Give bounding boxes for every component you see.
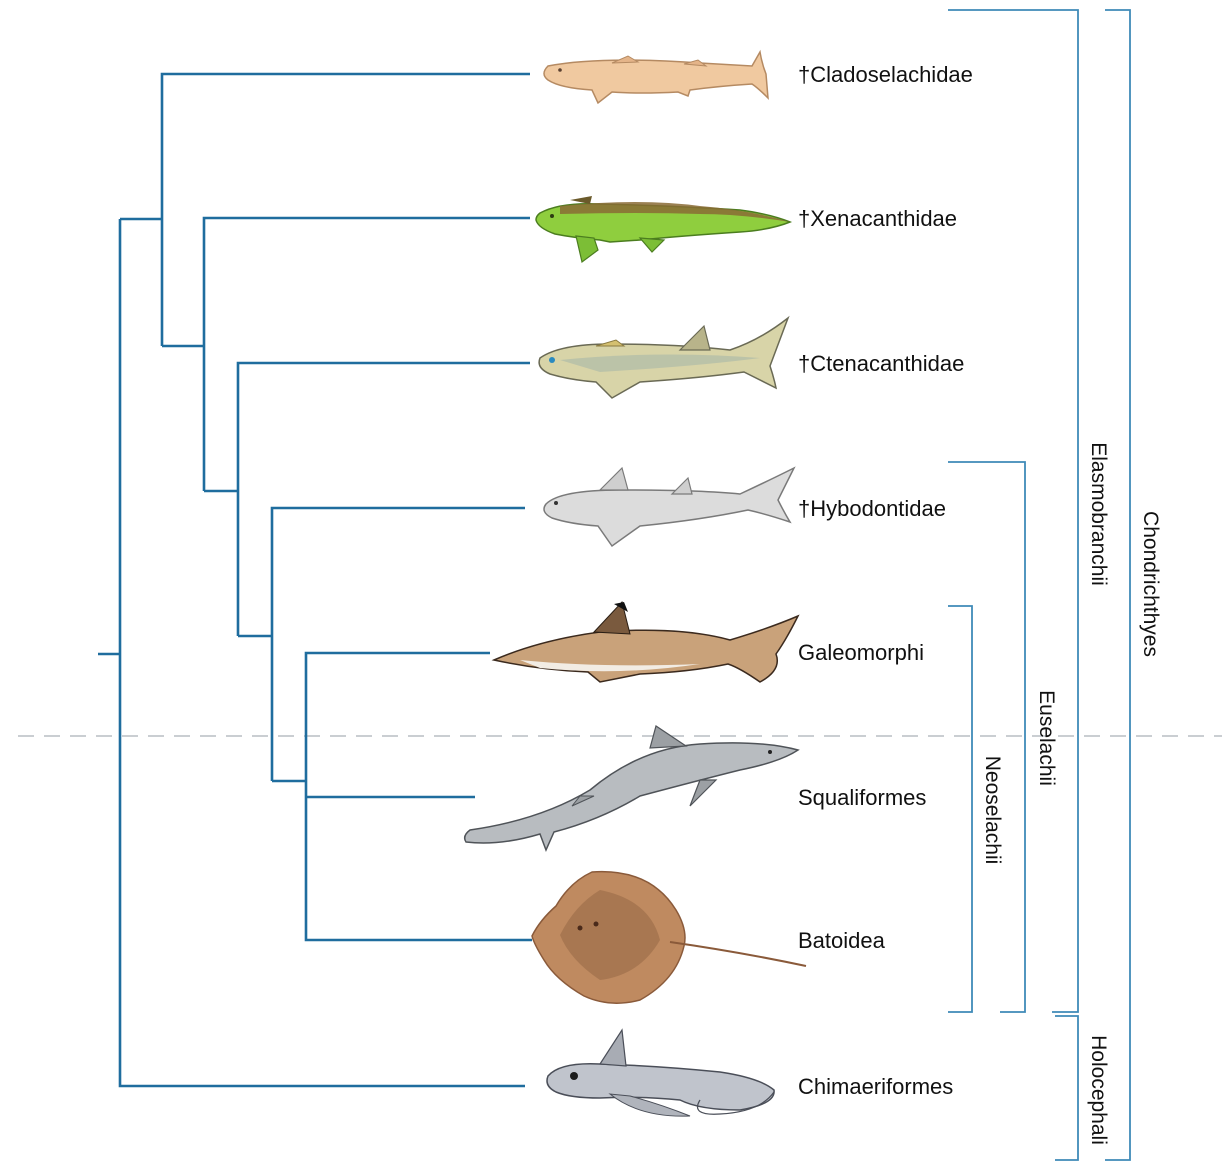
phylogenetic-tree (98, 74, 532, 1086)
chimaera-icon (547, 1030, 774, 1116)
branch-batoidea (306, 797, 532, 940)
dogfish-shark-icon (465, 726, 798, 850)
branch-galeomorphi (306, 653, 490, 797)
branch-ctenacanthidae (238, 363, 530, 636)
clade-label-neoselachii: Neoselachii (981, 756, 1004, 865)
blacktip-shark-icon (494, 602, 798, 682)
taxon-label-chimaeriformes: Chimaeriformes (798, 1074, 953, 1099)
taxon-label-squaliformes: Squaliformes (798, 785, 926, 810)
taxon-label-hybodontidae: †Hybodontidae (798, 496, 946, 521)
bracket-holocephali (1055, 1016, 1078, 1160)
bracket-euselachii (948, 462, 1025, 1012)
taxon-label-batoidea: Batoidea (798, 928, 886, 953)
clade-label-elasmobranchii: Elasmobranchii (1087, 442, 1110, 586)
taxon-label-cladoselachidae: †Cladoselachidae (798, 62, 973, 87)
bracket-elasmobranchii (948, 10, 1078, 1012)
taxon-label-xenacanthidae: †Xenacanthidae (798, 206, 957, 231)
branch-hybodontidae (272, 508, 525, 781)
branch-cladoselachidae (162, 74, 530, 346)
clade-label-holocephali: Holocephali (1087, 1035, 1110, 1145)
clade-label-chondrichthyes: Chondrichthyes (1139, 511, 1162, 657)
bracket-neoselachii (948, 606, 972, 1012)
clade-label-euselachii: Euselachii (1035, 690, 1058, 786)
xenacanth-shark-icon (536, 196, 790, 262)
branch-xenacanthidae (204, 218, 530, 491)
stingray-icon (532, 872, 806, 1004)
taxon-label-ctenacanthidae: †Ctenacanthidae (798, 351, 964, 376)
taxon-label-galeomorphi: Galeomorphi (798, 640, 924, 665)
cladoselache-shark-icon (544, 52, 768, 103)
ctenacanth-shark-icon (539, 318, 788, 398)
hybodont-shark-icon (544, 468, 794, 546)
